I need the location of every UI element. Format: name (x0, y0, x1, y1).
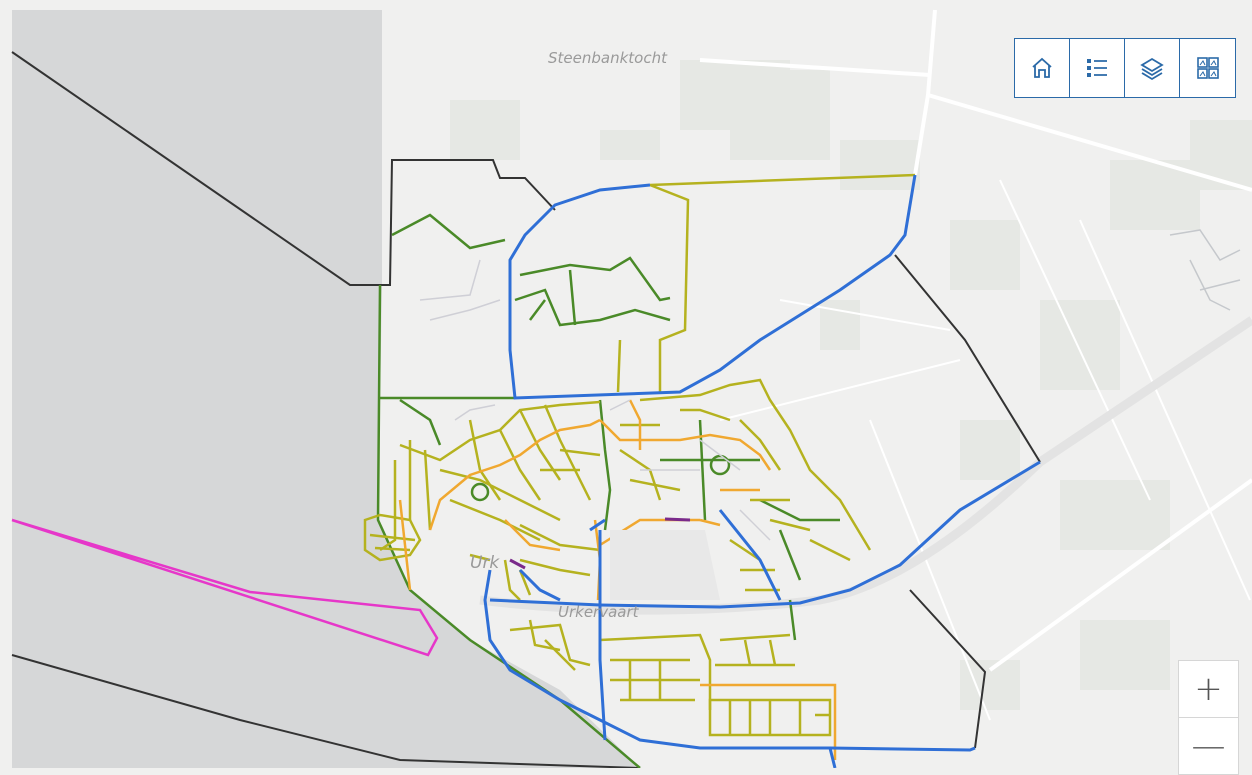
purple-segments (509, 517, 691, 570)
grey-minor-streets (419, 259, 771, 541)
list-icon (1087, 59, 1107, 77)
urkervaart-canal (479, 316, 1252, 615)
label-urkervaart: Urkervaart (558, 603, 640, 621)
home-button[interactable] (1015, 39, 1070, 97)
label-urk: Urk (470, 553, 500, 573)
nearby-village-streets (1169, 229, 1241, 311)
water-area (12, 10, 640, 768)
basemap-gallery-button[interactable] (1180, 39, 1235, 97)
central-plaza (610, 530, 720, 600)
legend-button[interactable] (1070, 39, 1125, 97)
layers-icon (1140, 57, 1164, 81)
blue-ring-road (483, 174, 1041, 768)
zoom-out-button[interactable]: — (1179, 717, 1238, 774)
basemap-gallery-icon (1196, 57, 1219, 79)
field-tracks (719, 179, 1251, 721)
layers-button[interactable] (1125, 39, 1180, 97)
home-icon (1032, 57, 1052, 78)
field-patches (450, 60, 1252, 710)
zoom-in-button[interactable]: + (1194, 669, 1223, 709)
map-toolbar (1014, 38, 1236, 98)
label-steenbanktocht: Steenbanktocht (548, 49, 668, 67)
olive-street-network (363, 173, 916, 737)
zoom-control: + — (1178, 660, 1239, 775)
municipal-boundary (11, 51, 1041, 768)
magenta-boundary-line (11, 518, 439, 657)
